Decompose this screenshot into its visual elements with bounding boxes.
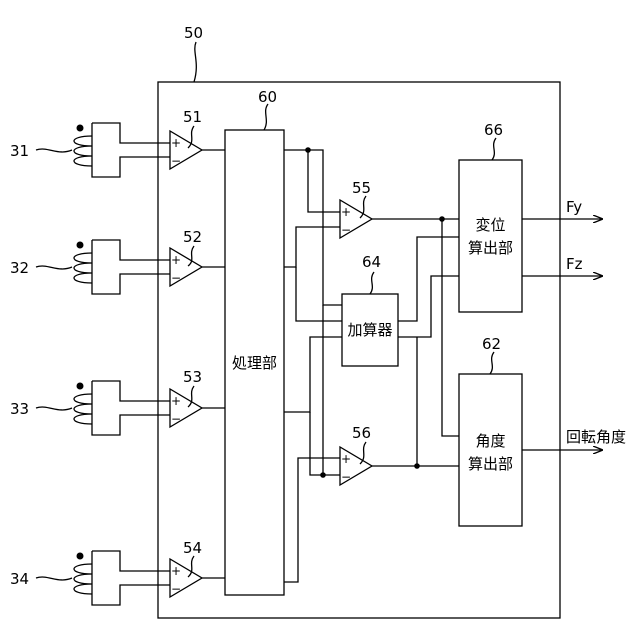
amp-53-minus: − [171, 412, 181, 426]
sensor-33-polarity-dot [77, 383, 84, 390]
amp-55-plus: + [341, 205, 351, 219]
amp-56-minus: − [341, 470, 351, 484]
sensor-32-leader [36, 266, 72, 269]
output-label-fz: Fz [566, 255, 583, 273]
amp-54-ref: 54 [183, 539, 202, 557]
processor-label: 処理部 [232, 354, 277, 372]
sensor-34-coil [74, 564, 92, 594]
amp-55-ref: 55 [352, 179, 371, 197]
unit-50-leader [194, 42, 196, 82]
adder-label: 加算器 [347, 321, 392, 339]
sensor-32-polarity-dot [77, 242, 84, 249]
sensor-34-polarity-dot [77, 553, 84, 560]
amp-53-ref: 53 [183, 368, 202, 386]
angle-calc-label-1: 角度 [475, 432, 505, 450]
amp-52-minus: − [171, 271, 181, 285]
sensor-34-leader [36, 577, 72, 580]
amp-51-plus: + [171, 136, 181, 150]
angle-calc-label-2: 算出部 [468, 455, 513, 473]
angle-calc-ref: 62 [482, 335, 501, 353]
sensor-34-ref: 34 [10, 570, 29, 588]
amp-56-ref: 56 [352, 424, 371, 442]
amp-52-ref: 52 [183, 228, 202, 246]
processor-ref: 60 [258, 88, 277, 106]
amp-51-minus: − [171, 154, 181, 168]
output-label-angle: 回転角度 [566, 428, 626, 446]
sensor-33-coil [74, 394, 92, 424]
adder-ref: 64 [362, 253, 381, 271]
unit-50-ref: 50 [184, 24, 203, 42]
displacement-calc-block [459, 160, 522, 312]
amp-54-minus: − [171, 582, 181, 596]
sensor-31-leader [36, 149, 72, 152]
sensor-31-polarity-dot [77, 125, 84, 132]
sensor-33-ref: 33 [10, 400, 29, 418]
amp-51-ref: 51 [183, 108, 202, 126]
amp-52-plus: + [171, 253, 181, 267]
amp-55-minus: − [341, 223, 351, 237]
sensor-32-coil [74, 253, 92, 283]
displacement-calc-ref: 66 [484, 121, 503, 139]
displacement-calc-label-1: 変位 [475, 216, 505, 234]
output-label-fy: Fy [566, 198, 582, 216]
displacement-calc-label-2: 算出部 [468, 239, 513, 257]
sensor-31-coil [74, 136, 92, 166]
amp-54-plus: + [171, 564, 181, 578]
angle-calc-block [459, 374, 522, 526]
amp-56-plus: + [341, 452, 351, 466]
sensor-31-ref: 31 [10, 142, 29, 160]
junction-dot [305, 147, 311, 153]
amp-53-plus: + [171, 394, 181, 408]
sensor-33-leader [36, 407, 72, 410]
sensor-32-ref: 32 [10, 259, 29, 277]
